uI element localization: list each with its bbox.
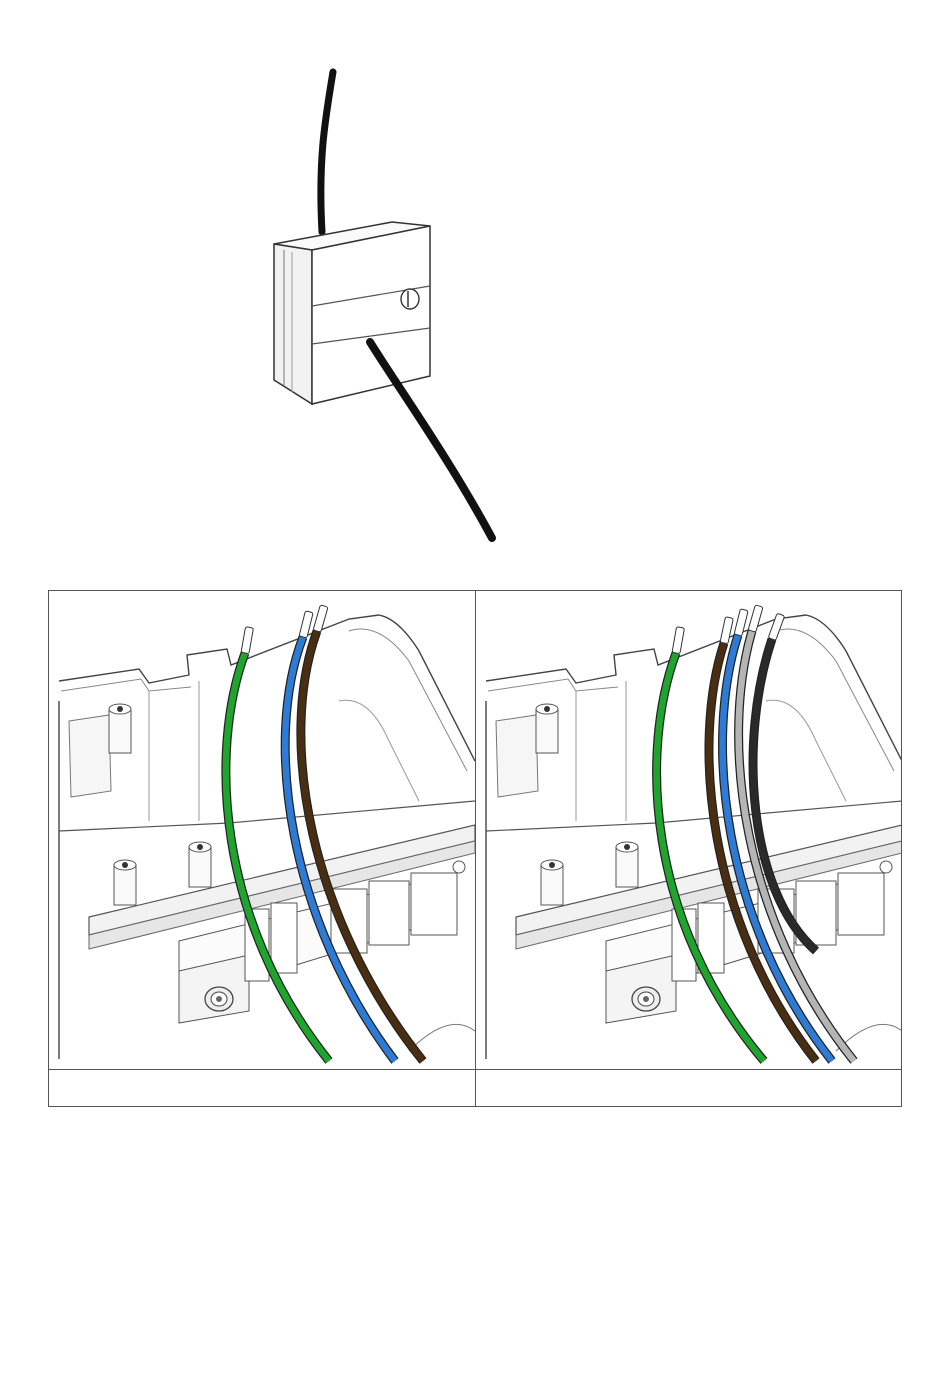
gland-nut-icon [205,987,233,1011]
upper-cable [321,72,333,232]
wires-right [656,605,853,1061]
gland-nut-icon [632,987,660,1011]
wires-left [226,605,423,1061]
ferrule-blue [734,609,748,636]
sensor-box-icon [0,0,950,560]
wiring-figure-table [48,590,902,1107]
caption-left [49,1070,476,1107]
junction-box-figure [0,0,950,560]
ferrule-grey [748,605,763,632]
ferrule-black [768,613,784,640]
box-left-face [274,244,312,404]
caption-right [475,1070,902,1107]
ferrule-brown [720,617,733,644]
cable-icon [370,342,492,538]
ferrule-green [672,627,684,654]
enclosure-3-wire-icon [49,591,475,1069]
box-front-face [312,226,430,404]
wiring-figure-right [475,591,902,1070]
enclosure-5-wire-icon [476,591,902,1069]
screw-icon [401,289,419,309]
ferrule-green [241,627,253,654]
wiring-figure-left [49,591,476,1070]
